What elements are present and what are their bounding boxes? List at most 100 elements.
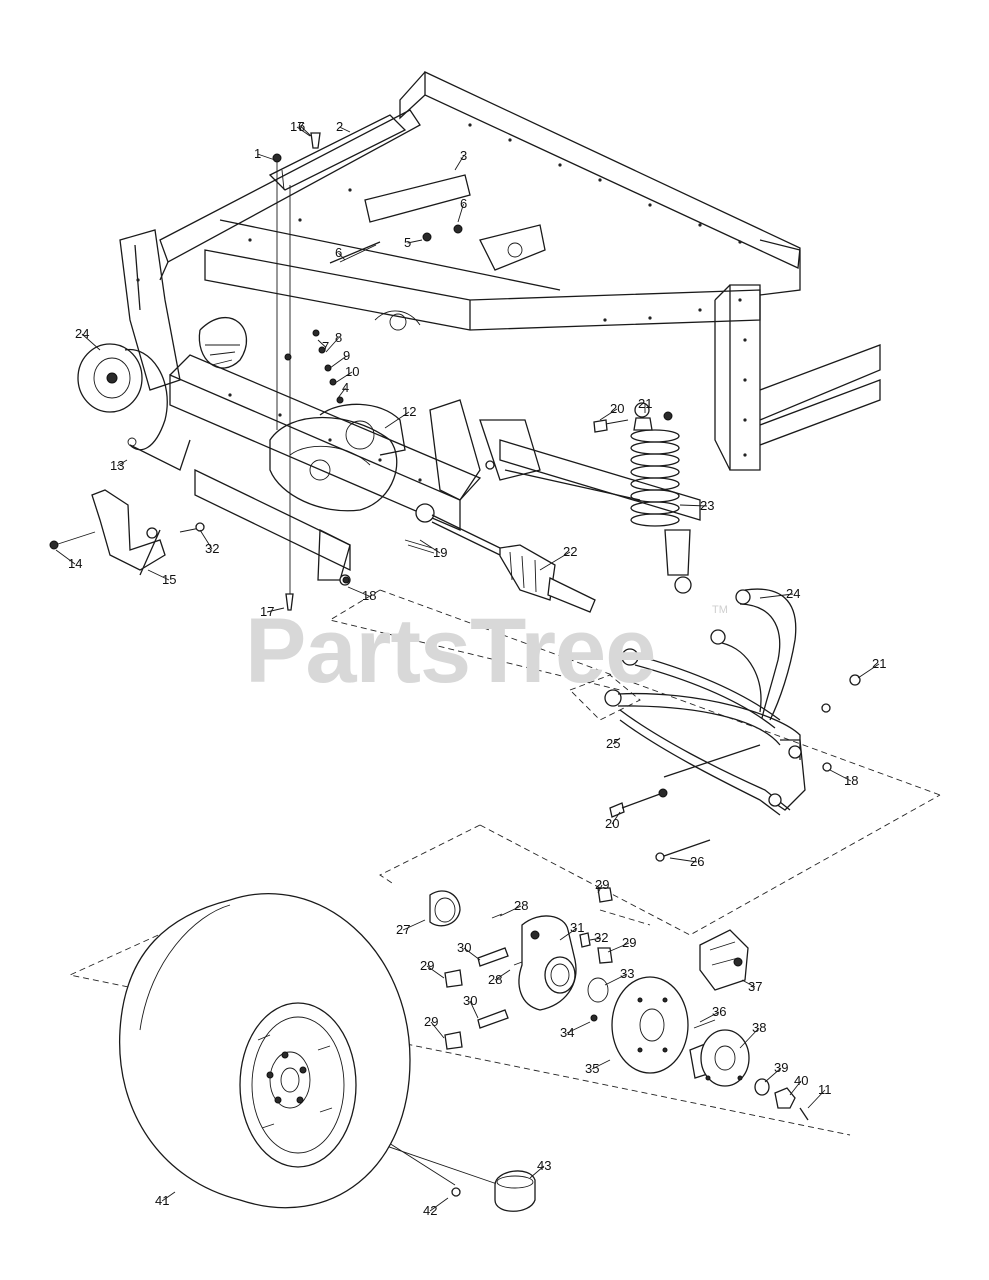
callout-20: 20 — [610, 401, 624, 416]
leader-line — [607, 942, 630, 953]
leader-line — [426, 965, 445, 979]
leader-line — [199, 529, 213, 550]
leader-line — [402, 919, 426, 931]
callout-6: 6 — [460, 196, 467, 211]
leader-line — [612, 737, 621, 745]
small-fasteners — [272, 132, 463, 611]
vehicle-frame — [119, 70, 881, 581]
hub-cap — [451, 1170, 536, 1212]
leader-line — [429, 1197, 449, 1212]
leader-line — [807, 1089, 826, 1109]
callout-3: 3 — [460, 148, 467, 163]
callout-21: 21 — [872, 656, 886, 671]
callout-2: 2 — [336, 119, 343, 134]
leader-line — [301, 126, 312, 137]
leader-line — [611, 811, 621, 825]
callout-29: 29 — [622, 935, 636, 950]
leader-line — [339, 126, 351, 133]
leader-line — [591, 1059, 611, 1070]
wheel-hub — [689, 1019, 750, 1087]
leader-line — [55, 549, 76, 565]
leader-line — [454, 155, 464, 171]
leader-line — [457, 203, 464, 223]
callout-15: 15 — [162, 572, 176, 587]
callout-6: 6 — [335, 245, 342, 260]
callout-9: 9 — [343, 348, 350, 363]
callout-22: 22 — [563, 544, 577, 559]
callout-23: 23 — [700, 498, 714, 513]
brake-caliper — [699, 929, 749, 991]
bracket-15 — [49, 489, 205, 576]
callout-5: 5 — [404, 235, 411, 250]
callout-12: 12 — [402, 404, 416, 419]
differential — [198, 316, 406, 512]
leader-line — [679, 504, 708, 507]
leader-line — [599, 408, 618, 421]
leader-line — [699, 1011, 720, 1023]
tire-and-wheel — [118, 893, 411, 1209]
leader-line — [463, 947, 481, 961]
leader-line — [334, 371, 353, 384]
callout-32: 32 — [594, 930, 608, 945]
watermark-tm: TM — [712, 604, 728, 616]
leader-line — [741, 979, 756, 988]
callout-30: 30 — [457, 940, 471, 955]
callout-33: 33 — [620, 966, 634, 981]
left-hub-assembly — [77, 343, 191, 471]
leader-line — [384, 411, 410, 429]
leader-line — [566, 1021, 591, 1034]
leader-line — [597, 884, 603, 894]
leader-line — [764, 1067, 782, 1083]
leader-line — [147, 569, 170, 581]
callout-36: 36 — [712, 1004, 726, 1019]
leader-line — [589, 937, 602, 941]
callout-24: 24 — [786, 586, 800, 601]
leader-line — [559, 927, 578, 941]
callout-labels: 1234566678910111213141517171818192020212… — [68, 119, 886, 1218]
leader-line — [325, 337, 339, 353]
drive-shaft — [404, 503, 596, 613]
callout-4: 4 — [342, 380, 349, 395]
leader-line — [669, 857, 698, 863]
upper-a-arm — [621, 588, 797, 729]
callout-19: 19 — [433, 545, 447, 560]
alignment-lines — [276, 162, 377, 596]
leader-line — [469, 1000, 479, 1019]
callout-17: 17 — [290, 119, 304, 134]
callout-32: 32 — [205, 541, 219, 556]
leader-line — [499, 905, 522, 917]
callout-28: 28 — [514, 898, 528, 913]
leader-line — [317, 339, 326, 348]
leader-line — [407, 239, 423, 244]
leader-line — [338, 252, 346, 261]
leader-line — [759, 593, 794, 599]
callout-1: 1 — [254, 146, 261, 161]
callout-30: 30 — [463, 993, 477, 1008]
callout-10: 10 — [345, 364, 359, 379]
leader-line — [494, 969, 511, 981]
leader-line — [257, 153, 276, 161]
shock-absorber — [593, 402, 692, 594]
leader-line — [329, 355, 347, 369]
callout-31: 31 — [570, 920, 584, 935]
hub-nut-set — [754, 1078, 809, 1121]
leader-line — [430, 1021, 445, 1039]
leader-line — [604, 973, 628, 986]
callout-29: 29 — [420, 958, 434, 973]
watermark: PartsTree — [245, 600, 655, 702]
leader-line — [116, 459, 128, 467]
leader-line — [266, 607, 285, 613]
brake-disc — [611, 976, 689, 1074]
leader-line — [829, 769, 852, 782]
leader-line — [337, 387, 346, 399]
leader-line — [739, 1027, 760, 1049]
callout-26: 26 — [690, 854, 704, 869]
callout-8: 8 — [335, 330, 342, 345]
leader-line — [789, 1080, 802, 1096]
callout-18: 18 — [844, 773, 858, 788]
leader-line — [81, 333, 101, 351]
callout-14: 14 — [68, 556, 82, 571]
lower-a-arm — [604, 689, 806, 816]
leader-line — [539, 551, 571, 571]
